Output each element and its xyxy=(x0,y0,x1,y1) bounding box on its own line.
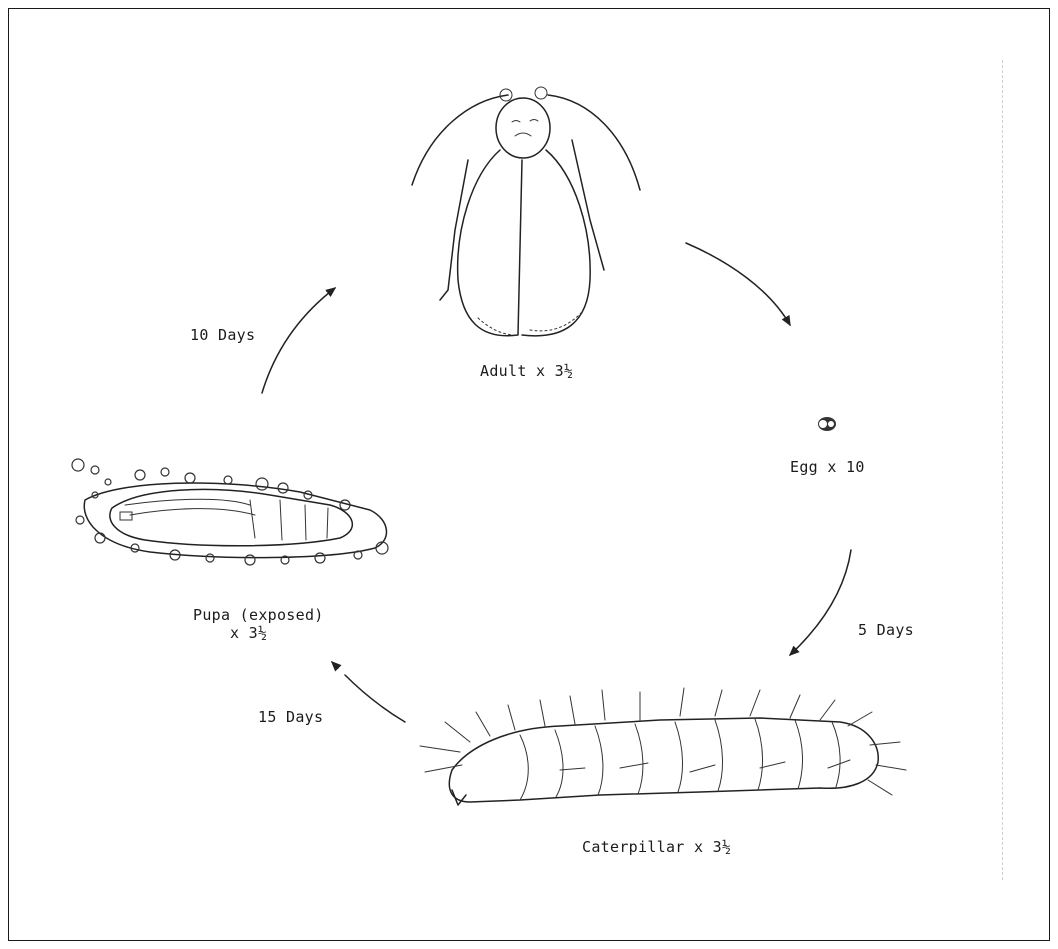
caterpillar-segments xyxy=(520,719,840,800)
pupa-body xyxy=(110,489,352,545)
arrow-egg-to-caterpillar xyxy=(790,550,851,655)
caterpillar-scale: x 3½ xyxy=(694,838,731,856)
adult-label: Adult x 3½ xyxy=(480,362,573,380)
egg-scale: x 10 xyxy=(827,458,864,476)
caterpillar-hairs xyxy=(420,688,906,795)
egg-label: Egg x 10 xyxy=(790,458,865,476)
adult-head xyxy=(496,98,550,158)
duration-caterpillar-to-pupa: 15 Days xyxy=(258,708,323,726)
caterpillar-illustration xyxy=(420,688,906,805)
egg-illustration xyxy=(818,417,836,431)
adult-scale: x 3½ xyxy=(536,362,573,380)
caterpillar-label: Caterpillar x 3½ xyxy=(582,838,731,856)
caterpillar-name: Caterpillar xyxy=(582,838,685,856)
duration-pupa-to-adult: 10 Days xyxy=(190,326,255,344)
duration-egg-to-caterpillar: 5 Days xyxy=(858,621,914,639)
adult-wing-left xyxy=(458,150,522,336)
pupa-debris xyxy=(72,459,388,565)
pupa-illustration xyxy=(72,459,388,565)
arrow-caterpillar-to-pupa xyxy=(332,662,405,722)
arrow-adult-to-egg xyxy=(686,243,790,325)
adult-antenna-left xyxy=(412,95,508,185)
caterpillar-body xyxy=(449,718,878,802)
pupa-scale: x 3½ xyxy=(230,624,267,642)
adult-moth-illustration xyxy=(412,87,640,336)
arrow-pupa-to-adult xyxy=(262,288,335,393)
adult-antenna-right xyxy=(548,95,640,190)
pupa-name: Pupa (exposed) xyxy=(193,606,324,624)
adult-name: Adult xyxy=(480,362,527,380)
egg-name: Egg xyxy=(790,458,818,476)
